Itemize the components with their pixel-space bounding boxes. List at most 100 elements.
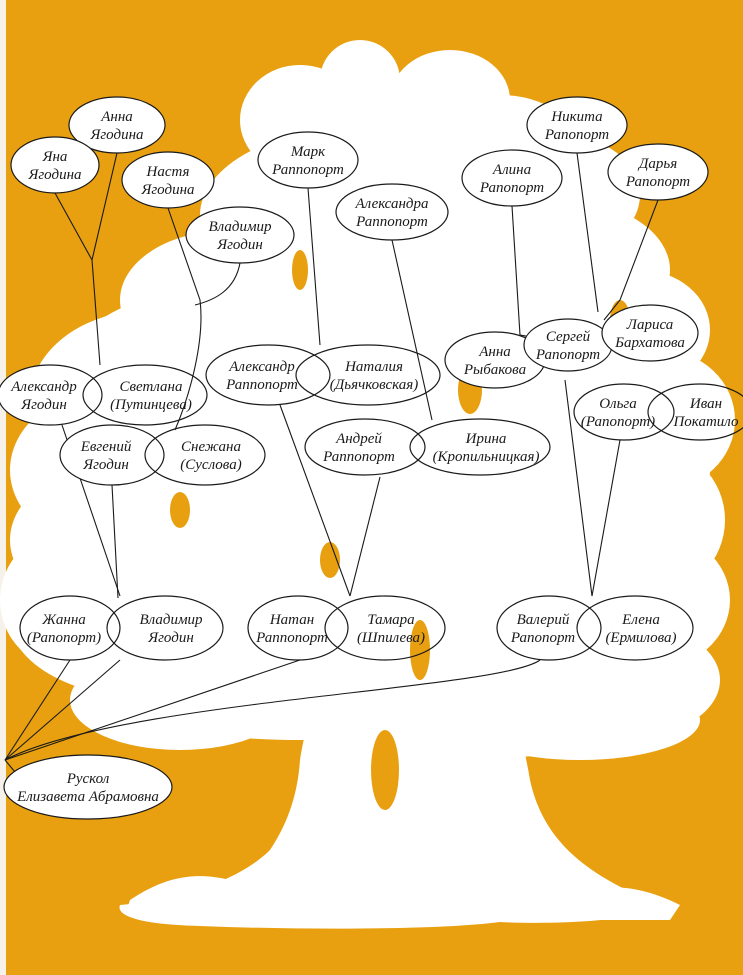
connector-line: [194, 262, 241, 306]
person-name-line: Рапопорт: [510, 630, 575, 646]
person-oval: [185, 206, 295, 264]
person-name-line: Натан: [269, 612, 314, 628]
person-name-line: Никита: [550, 109, 602, 125]
connector-line: [576, 152, 599, 313]
person-oval: [3, 754, 173, 820]
connector-line: [167, 207, 202, 431]
connector-line: [54, 192, 93, 261]
canopy-blob: [390, 50, 510, 150]
bark-detail: [292, 250, 308, 290]
person-name-line: (Путинцева): [110, 397, 192, 413]
canopy-blob: [70, 650, 290, 750]
person-oval: [335, 183, 449, 241]
person-name-line: Светлана: [120, 379, 183, 395]
person-name-line: Рапопорт: [625, 174, 690, 190]
page-edge: [0, 0, 6, 975]
connector-line: [4, 659, 301, 761]
person-oval: [576, 595, 694, 661]
tree-root: [125, 876, 230, 915]
person-oval: [496, 595, 602, 661]
person-name-line: Елена: [621, 612, 660, 628]
person-name-line: Иван: [689, 396, 722, 412]
connector-line: [4, 659, 121, 761]
person-name-line: Марк: [290, 144, 326, 160]
person-name-line: Владимир: [139, 612, 203, 628]
person-name-line: Сергей: [546, 329, 591, 345]
person-name-line: Яна: [42, 149, 68, 165]
person-oval: [295, 344, 441, 406]
person-oval: [607, 143, 709, 201]
person-name-line: Настя: [146, 164, 190, 180]
person-oval: [647, 383, 743, 441]
connector-line: [391, 239, 433, 421]
person-name-line: Ягодин: [147, 630, 194, 646]
person-name-line: Лариса: [626, 317, 673, 333]
person-name-line: Ягодин: [82, 457, 129, 473]
person-oval: [523, 318, 613, 372]
person-name-line: Раппопорт: [322, 449, 395, 465]
connector-line: [564, 379, 593, 597]
person-oval: [526, 96, 628, 154]
person-name-line: Александра: [355, 196, 429, 212]
person-name-line: Раппопорт: [225, 377, 298, 393]
bark-detail: [170, 492, 190, 528]
canopy-blob: [320, 40, 400, 120]
person-oval: [59, 424, 165, 486]
person-name-line: (Дьячковская): [330, 377, 419, 393]
person-name-line: Раппопорт: [271, 162, 344, 178]
connector-line: [591, 439, 621, 597]
person-oval: [247, 595, 349, 661]
person-oval: [601, 304, 699, 362]
person-name-line: Алина: [492, 162, 531, 178]
person-name-line: Ягодина: [89, 127, 143, 143]
person-name-line: Наталия: [344, 359, 403, 375]
person-name-line: Жанна: [41, 612, 86, 628]
bark-detail: [371, 730, 399, 810]
person-oval: [324, 595, 446, 661]
tree-root: [560, 887, 680, 920]
person-name-line: Александр: [10, 379, 77, 395]
person-name-line: Ирина: [465, 431, 507, 447]
person-name-line: Покатило: [672, 414, 739, 430]
person-name-line: Анна: [100, 109, 133, 125]
connector-line: [279, 404, 351, 597]
person-oval: [573, 383, 675, 441]
person-name-line: Ягодина: [27, 167, 81, 183]
person-name-line: Тамара: [367, 612, 414, 628]
person-oval: [10, 136, 100, 194]
person-name-line: Ягодин: [216, 237, 263, 253]
person-oval: [144, 424, 266, 486]
person-oval: [19, 595, 121, 661]
connector-line: [4, 659, 541, 761]
connector-line: [307, 187, 321, 346]
person-name-line: Бархатова: [614, 335, 685, 351]
person-name-line: Ольга: [599, 396, 637, 412]
person-oval: [121, 151, 215, 209]
person-name-line: Елизавета Абрамовна: [16, 789, 159, 805]
person-oval: [304, 418, 426, 476]
person-oval: [0, 364, 103, 426]
person-name-line: (Суслова): [180, 457, 241, 473]
person-name-line: Рапопорт: [544, 127, 609, 143]
person-name-line: Владимир: [208, 219, 272, 235]
person-name-line: (Кропильницкая): [433, 449, 540, 465]
connector-line: [349, 476, 381, 597]
person-name-line: Раппопорт: [355, 214, 428, 230]
person-name-line: Рапопорт: [479, 180, 544, 196]
